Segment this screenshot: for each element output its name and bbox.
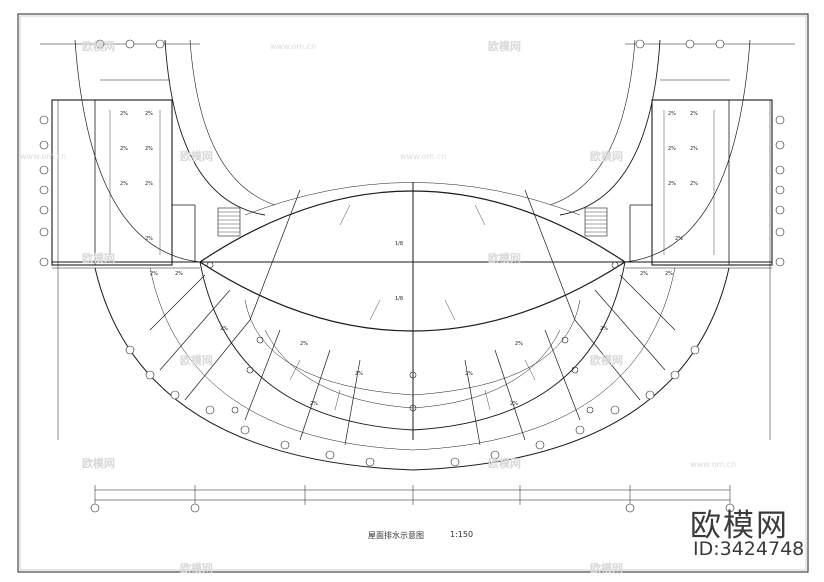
slope-label: 2% [690, 181, 698, 187]
watermark-stamp: 欧模网 [488, 457, 521, 470]
drawing-title: 屋面排水示意图 [368, 531, 424, 540]
slope-label: 2% [355, 371, 363, 377]
slope-label: 2% [175, 271, 183, 277]
watermark-stamp: 欧模网 [590, 562, 623, 575]
slope-label: 2% [668, 111, 676, 117]
grid-bubbles [39, 39, 785, 513]
slope-label: 2% [668, 181, 676, 187]
slope-label: 2% [120, 181, 128, 187]
watermark-url: www.om.cn [400, 152, 447, 161]
slope-label: 2% [675, 236, 683, 242]
slope-label: 2% [145, 181, 153, 187]
brand-watermark: 欧模网 [690, 508, 789, 544]
gutter-label: 1/8 [395, 296, 403, 302]
sheet-border [17, 13, 809, 573]
slope-label: 2% [668, 146, 676, 152]
slope-label: 2% [150, 271, 158, 277]
watermark-url: www.om.cn [270, 42, 317, 51]
slope-label: 2% [690, 146, 698, 152]
model-id: ID:3424748 [693, 538, 805, 560]
watermark-stamp: 欧模网 [180, 150, 213, 163]
watermark-stamp: 欧模网 [82, 252, 115, 265]
plan-linework [40, 39, 795, 505]
watermark-stamp: 欧模网 [488, 40, 521, 53]
watermark-stamp: 欧模网 [590, 354, 623, 367]
slope-label: 2% [515, 341, 523, 347]
watermark-stamp: 欧模网 [488, 252, 521, 265]
slope-label: 2% [120, 146, 128, 152]
slope-label: 2% [600, 326, 608, 332]
watermark-stamp: 欧模网 [82, 40, 115, 53]
watermark-stamp: 欧模网 [180, 354, 213, 367]
gutter-label: 1/8 [395, 241, 403, 247]
slope-label: 2% [220, 326, 228, 332]
slope-label: 2% [640, 271, 648, 277]
watermark-stamp: 欧模网 [82, 457, 115, 470]
slope-label: 2% [465, 371, 473, 377]
watermark-stamp: 欧模网 [590, 150, 623, 163]
slope-label: 2% [690, 111, 698, 117]
watermark-stamp: 欧模网 [180, 562, 213, 575]
slope-label: 2% [510, 401, 518, 407]
slope-label: 2% [145, 236, 153, 242]
slope-label: 2% [300, 341, 308, 347]
slope-labels: 2% 2% 2% 2% 2% 2% 2% 2% 2% 2% 2% 2% 2% 2… [120, 111, 698, 407]
slope-label: 2% [145, 111, 153, 117]
slope-label: 2% [145, 146, 153, 152]
watermark-url: www.om.cn [690, 460, 737, 469]
watermark-url: www.om.cn [20, 152, 67, 161]
roof-drains [206, 261, 619, 414]
slope-label: 2% [665, 271, 673, 277]
drawing-scale: 1:150 [450, 530, 474, 539]
slope-label: 2% [310, 401, 318, 407]
slope-label: 2% [120, 111, 128, 117]
